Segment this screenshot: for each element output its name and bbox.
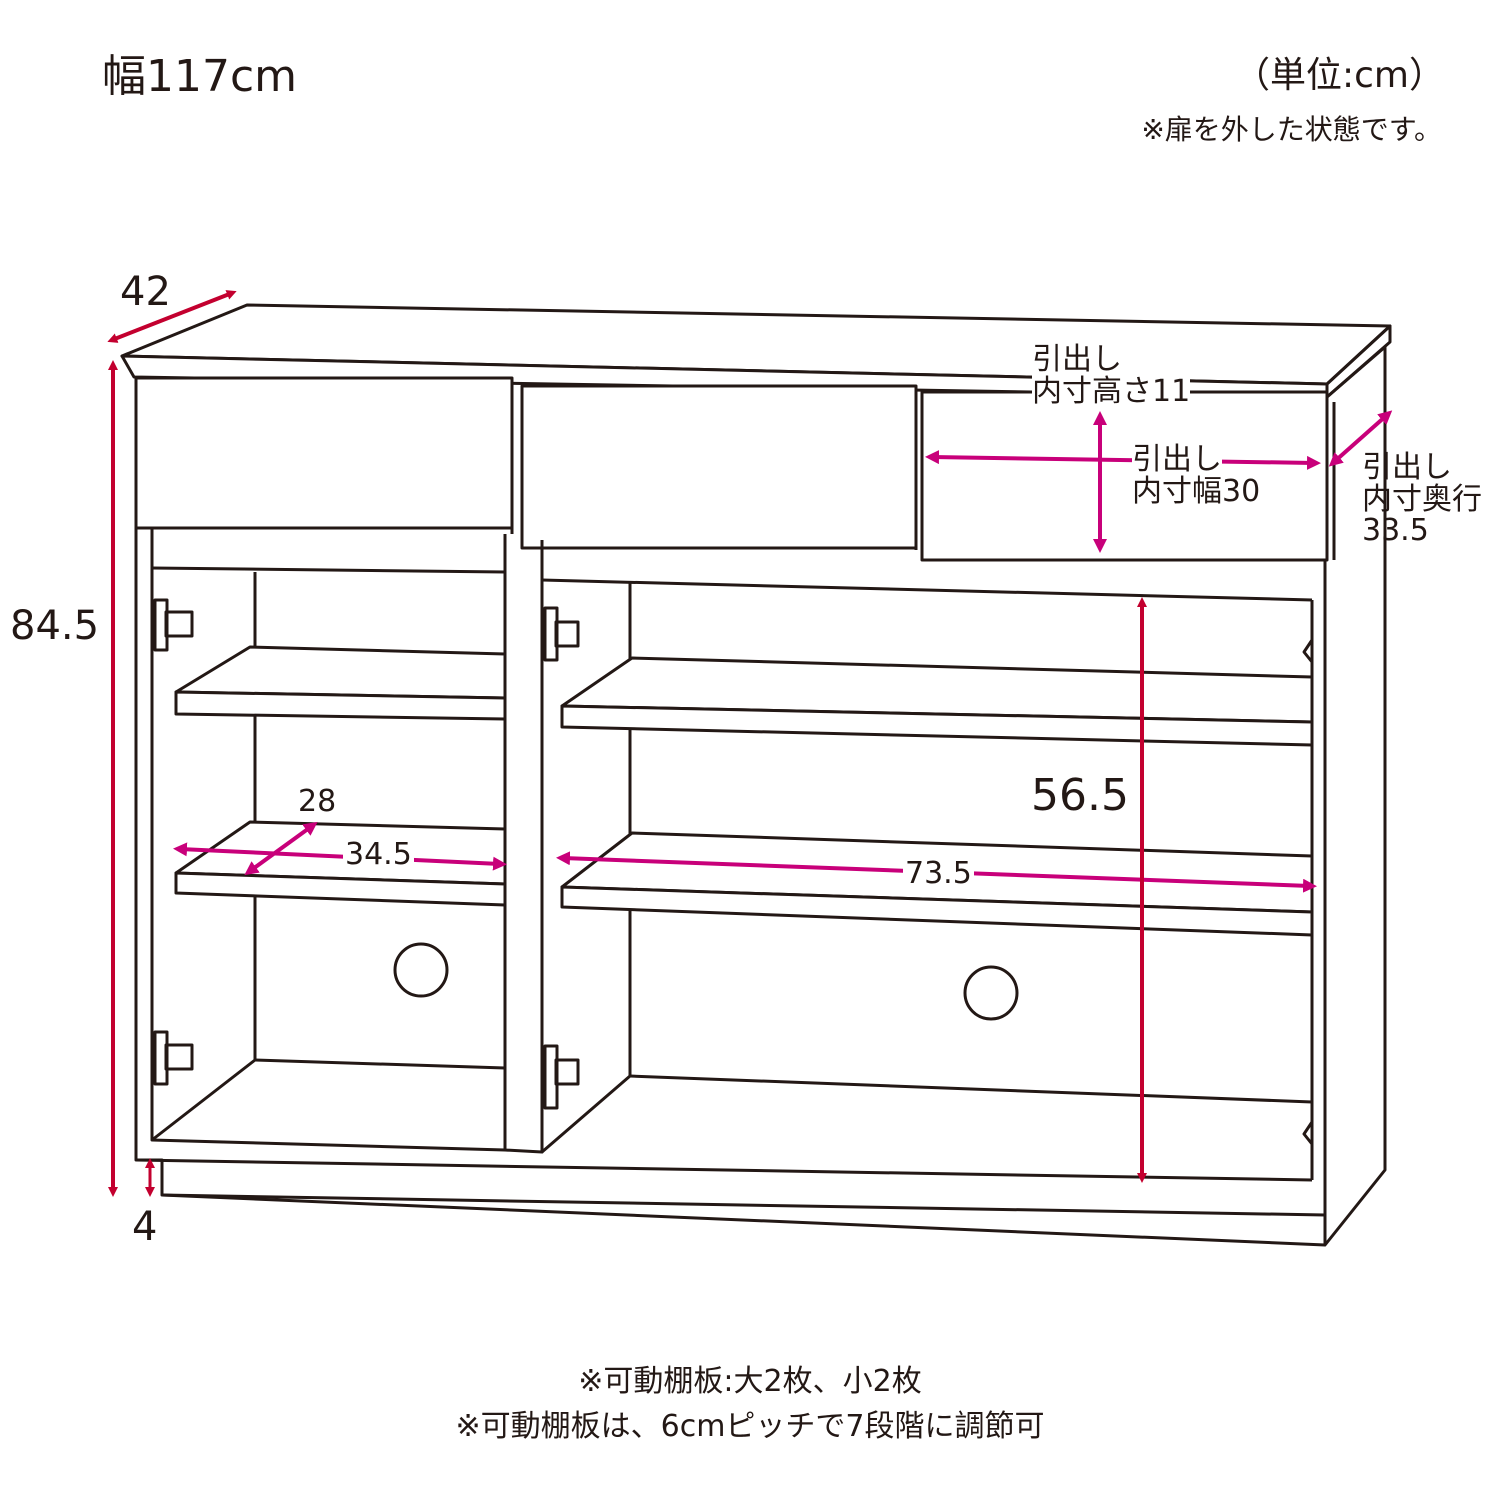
cable-hole-left [393,942,449,998]
small-shelf-upper [174,645,507,700]
center-divider [503,534,544,1154]
hinge-center-upper [543,606,580,662]
width-title: 幅117cm [102,51,298,102]
drawer-center [520,384,918,550]
drawer-depth-label-line1: 引出し [1362,450,1452,485]
large-shelf-width-label: 73.5 [903,856,974,891]
drawer-right [920,390,1329,562]
drawer-width-arrow [925,450,1321,470]
small-shelf-width-label: 34.5 [343,837,414,872]
hinge-left-upper [153,598,194,652]
drawer-width-label-line2: 内寸幅30 [1132,473,1261,509]
shelf-count-note: ※可動棚板:大2枚、小2枚 [578,1364,922,1399]
small-shelf-depth-arrow [244,821,318,876]
hinge-center-lower [543,1044,580,1110]
drawer-width-label-line1: 引出し [1132,442,1222,477]
drawer-height-label-line2: 内寸高さ11 [1032,373,1191,409]
depth-arrow [107,290,237,343]
drawer-height-label: 引出し 内寸高さ11 [1032,342,1191,409]
small-shelf-width-arrow [173,842,507,871]
base-height-label: 4 [132,1204,158,1250]
drawer-depth-arrow [1328,410,1393,467]
unit-label: （単位:cm） [1234,55,1445,96]
small-shelf-depth-label: 28 [298,784,337,819]
drawer-depth-label-line3: 33.5 [1362,513,1429,548]
drawer-left [134,376,514,530]
depth-label: 42 [120,269,171,315]
cabinet-inner-height-label: 56.5 [1031,770,1129,821]
door-removed-note: ※扉を外した状態です。 [1141,113,1442,146]
height-label: 84.5 [10,603,100,649]
cable-hole-right [963,965,1019,1021]
drawer-depth-label: 引出し 内寸奥行 33.5 [1362,452,1482,547]
drawer-height-label-line1: 引出し [1032,342,1122,377]
shelf-adjust-note: ※可動棚板は、6cmピッチで7段階に調節可 [455,1409,1045,1444]
hinge-left-lower [153,1030,194,1086]
drawer-width-label: 引出し 内寸幅30 [1132,444,1260,507]
drawer-depth-label-line2: 内寸奥行 [1362,481,1482,517]
